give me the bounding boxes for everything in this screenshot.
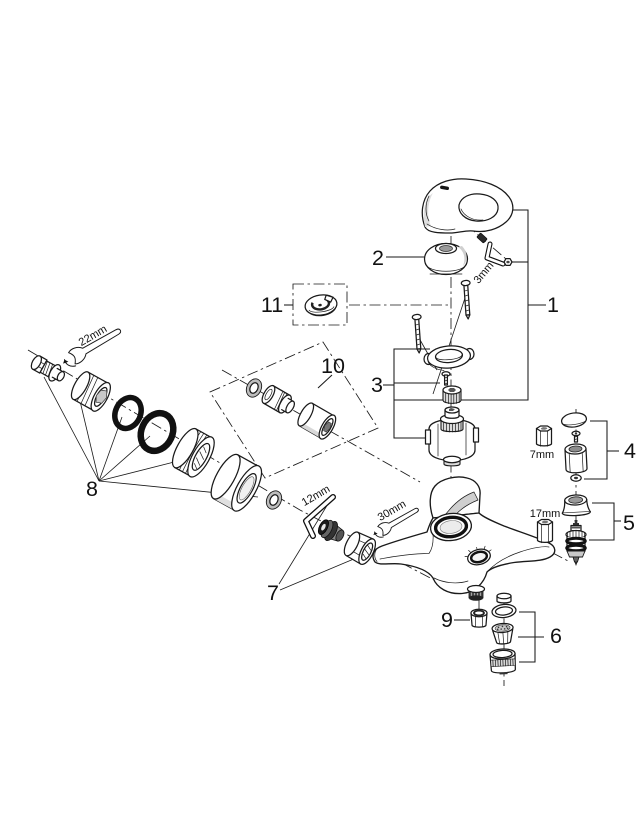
escutcheon-8 (210, 453, 263, 512)
hex-bit-17mm (536, 518, 554, 544)
grub-screw (476, 232, 488, 244)
bracket-4 (584, 420, 608, 480)
spout-nut-7 (343, 531, 377, 566)
aerator-shell-6 (489, 648, 516, 675)
reference-boxes (209, 283, 379, 479)
lever-handle (421, 178, 514, 234)
cap-disc-4 (560, 412, 588, 428)
fixing-screw-a (460, 279, 471, 320)
wrench-30mm (373, 507, 419, 538)
cartridge-flange (423, 345, 475, 371)
callout-2: 2 (372, 246, 384, 270)
allen-key-12mm (303, 494, 336, 539)
diverter-port (464, 545, 492, 566)
union-nut-8 (70, 371, 111, 412)
cap-sleeve-4 (564, 443, 588, 474)
check-insert-9 (470, 608, 488, 628)
tool-label-17mm: 17mm (530, 508, 561, 520)
callout-7: 7 (267, 581, 279, 605)
spline-adapter-nut (442, 385, 462, 405)
callout-11: 11 (261, 293, 283, 317)
hex-nut-small (503, 257, 513, 267)
callout-4: 4 (624, 439, 636, 463)
bracket-3 (393, 348, 430, 439)
aerator-washer-6 (491, 603, 517, 619)
diverter-valve-5 (565, 520, 587, 566)
seal-ring-8 (265, 490, 283, 510)
allen-key-3mm (484, 241, 506, 267)
hex-bit-7mm (535, 425, 553, 447)
center-axis-lines (27, 220, 577, 686)
cap-washer-4 (570, 474, 582, 482)
restrictor-ring-10 (245, 378, 263, 398)
leader-10 (317, 374, 333, 389)
fixing-screw-b (411, 313, 422, 354)
tool-label-3mm: 3mm (472, 260, 497, 286)
callout-8: 8 (86, 477, 98, 501)
callout-1: 1 (547, 293, 559, 317)
knurled-nut-8 (171, 427, 215, 478)
callout-9: 9 (441, 608, 453, 632)
handle-plug-part-11 (304, 294, 338, 317)
cap-screw-4 (571, 430, 581, 443)
cartridge-opening (429, 512, 473, 542)
o-ring-large-8 (137, 409, 177, 455)
callout-6: 6 (550, 624, 562, 648)
o-ring-small-8 (112, 394, 144, 432)
callout-3: 3 (371, 373, 383, 397)
tool-label-7mm: 7mm (530, 449, 554, 461)
restrictor-housing-10 (297, 402, 337, 440)
cartridge-screw (441, 371, 451, 386)
diverter-cap-5 (561, 494, 591, 517)
handle-dome-cap (423, 242, 469, 276)
box-part-10 (209, 341, 379, 479)
faucet-body (372, 476, 556, 604)
restrictor-adapter-10 (261, 384, 296, 414)
mixer-cartridge (424, 406, 480, 467)
wrench-22mm (63, 328, 122, 367)
union-nipple-8 (30, 355, 66, 382)
handle-logo-slot (440, 185, 450, 190)
bracket-5 (589, 502, 615, 541)
callout-leader-lines (43, 209, 621, 663)
callout-10: 10 (321, 354, 345, 378)
check-valve-insert-7 (317, 519, 345, 542)
spout-stub (496, 592, 512, 604)
outlet-port (466, 584, 486, 601)
box-part-11 (292, 283, 348, 326)
callout-5: 5 (623, 511, 635, 535)
callout-labels: 1 2 3 4 5 6 7 8 9 10 11 (86, 246, 636, 648)
aerator-insert-6 (491, 622, 514, 645)
